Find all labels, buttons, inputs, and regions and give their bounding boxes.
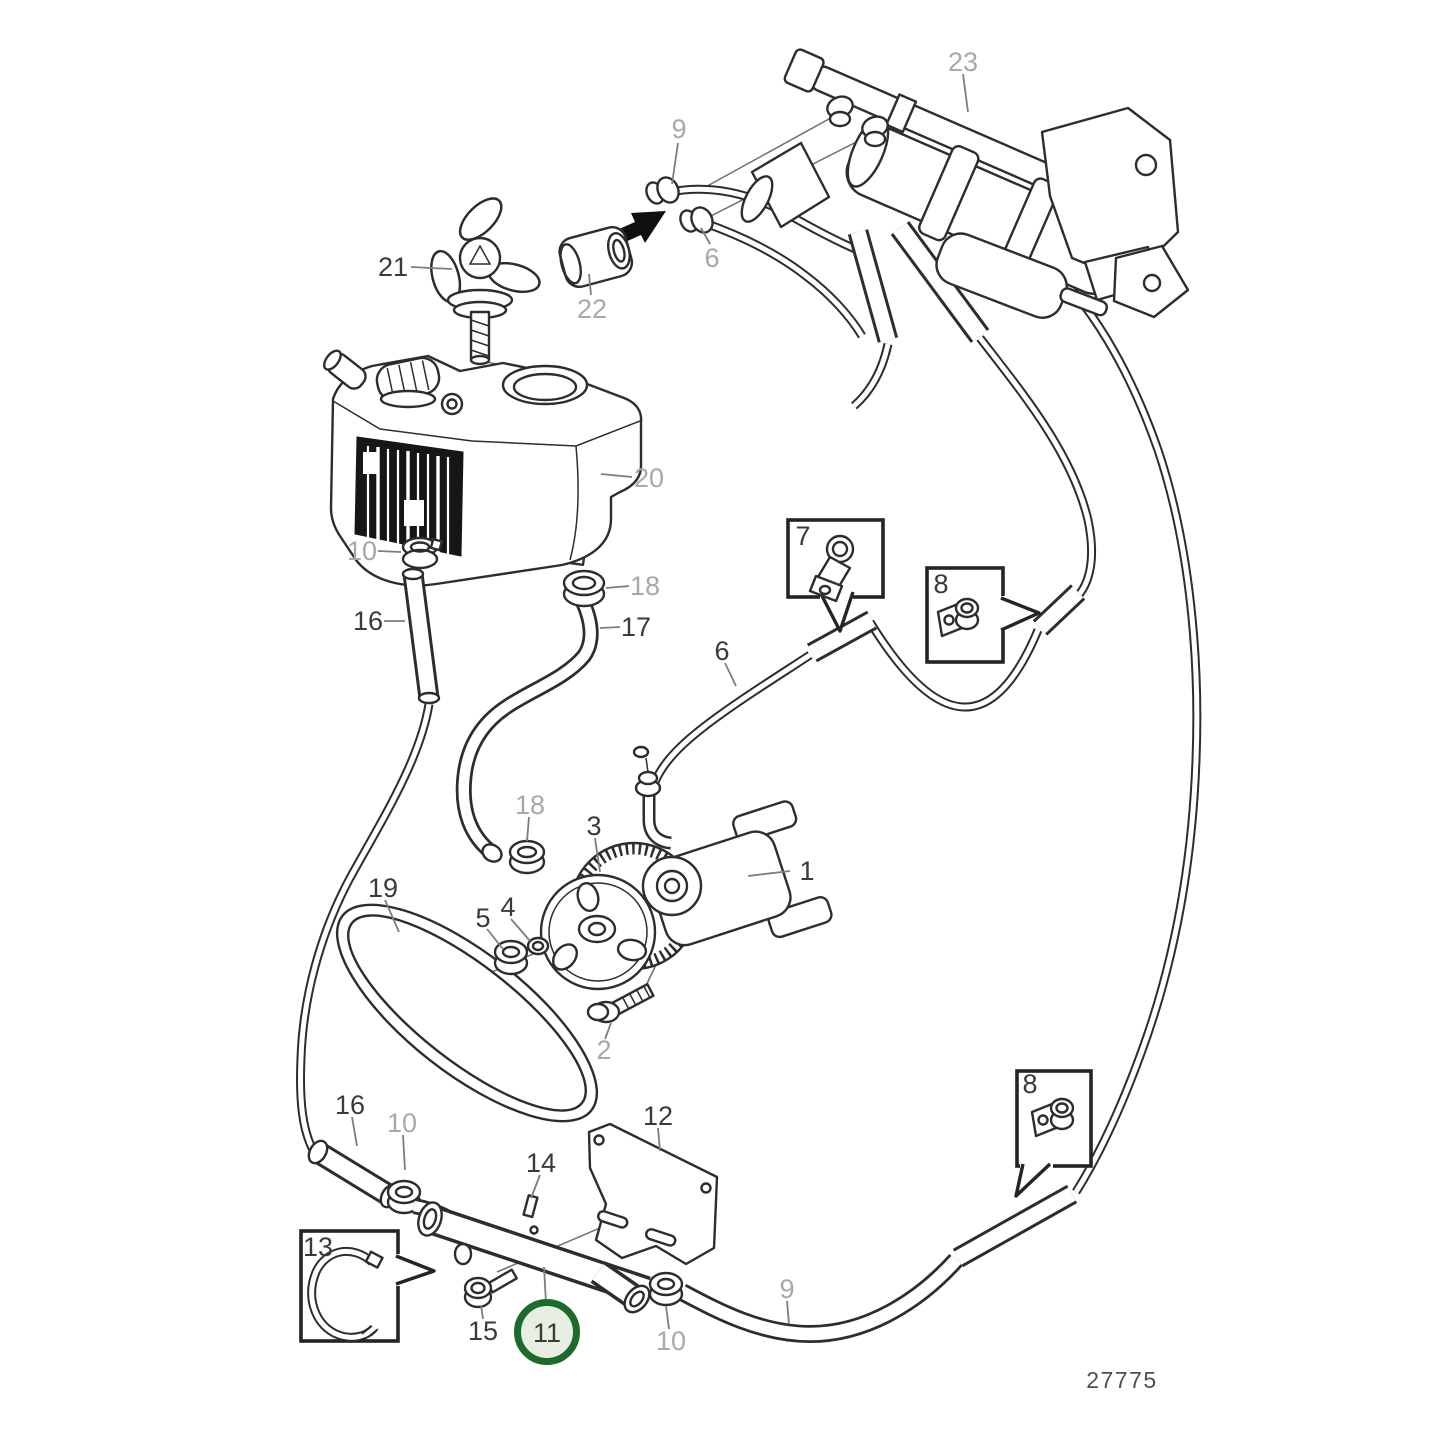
hose-16-long bbox=[301, 704, 429, 1152]
part-labels: 9 23 6 22 21 20 10 16 18 17 7 8 6 18 3 1… bbox=[303, 47, 1038, 1356]
ring-18-mid-drawing bbox=[508, 839, 546, 875]
washer-4-drawing bbox=[526, 936, 550, 956]
bushing-22-drawing bbox=[558, 226, 634, 289]
part-label-10-bottom-right: 10 bbox=[656, 1326, 686, 1356]
inset-box-8-bottom bbox=[1014, 1069, 1093, 1198]
clamp-nut-10-bottom-right bbox=[648, 1271, 684, 1307]
reservoir-tank-drawing bbox=[322, 349, 643, 587]
bracket-12-drawing bbox=[587, 1122, 719, 1266]
part-label-16-left: 16 bbox=[353, 606, 383, 636]
part-label-18-top: 18 bbox=[630, 571, 660, 601]
clamp-10-left-drawing bbox=[401, 536, 444, 570]
part-label-8-bottom: 8 bbox=[1022, 1069, 1037, 1099]
part-label-10-left: 10 bbox=[347, 536, 377, 566]
power-steering-pump-drawing bbox=[632, 745, 833, 947]
part-label-2: 2 bbox=[596, 1035, 611, 1065]
leader-lines bbox=[351, 73, 969, 1330]
ring-18-upper-drawing bbox=[562, 569, 606, 608]
part-label-8-top: 8 bbox=[933, 569, 948, 599]
part-label-4: 4 bbox=[500, 892, 515, 922]
bolt-15-drawing bbox=[463, 1268, 518, 1309]
part-label-3: 3 bbox=[586, 811, 601, 841]
part-label-21: 21 bbox=[378, 252, 408, 282]
drawing-number: 27775 bbox=[1086, 1367, 1157, 1393]
part-label-18-mid: 18 bbox=[515, 790, 545, 820]
inset-box-7 bbox=[786, 518, 885, 633]
reservoir-cap-drawing bbox=[430, 197, 541, 366]
part-label-5: 5 bbox=[475, 903, 490, 933]
part-label-17: 17 bbox=[621, 612, 651, 642]
part-label-13: 13 bbox=[303, 1232, 333, 1262]
part-label-7: 7 bbox=[795, 521, 810, 551]
part-label-12: 12 bbox=[643, 1101, 673, 1131]
part-label-10-bottom-left: 10 bbox=[387, 1108, 417, 1138]
inset-box-13 bbox=[299, 1229, 436, 1343]
part-label-6-top: 6 bbox=[704, 243, 719, 273]
coolant-pipe-11-drawing bbox=[414, 1201, 654, 1314]
hose-17 bbox=[464, 602, 591, 863]
part-label-9-top: 9 bbox=[671, 114, 686, 144]
hose-end-fittings bbox=[645, 176, 714, 234]
part-label-15: 15 bbox=[468, 1316, 498, 1346]
inset-box-8-top bbox=[925, 566, 1041, 664]
part-label-9-bottom: 9 bbox=[779, 1274, 794, 1304]
part-label-11-highlighted[interactable]: 11 bbox=[533, 1318, 561, 1348]
part-label-14: 14 bbox=[526, 1148, 556, 1178]
hose-16-upper-sleeve bbox=[401, 569, 441, 703]
part-label-19: 19 bbox=[368, 873, 398, 903]
part-label-23: 23 bbox=[948, 47, 978, 77]
steering-cylinder-assembly bbox=[740, 48, 1190, 319]
hose-9-bottom bbox=[682, 1194, 1072, 1334]
part-label-6-mid: 6 bbox=[714, 636, 729, 666]
part-label-22: 22 bbox=[577, 294, 607, 324]
part-label-16-bottom: 16 bbox=[335, 1090, 365, 1120]
hose-9-right-sweep bbox=[1040, 258, 1197, 1192]
part-label-1: 1 bbox=[799, 856, 814, 886]
clamp-nut-10-bottom-left bbox=[386, 1179, 422, 1215]
selected-part-highlight[interactable] bbox=[514, 1266, 580, 1365]
bolt-2-drawing bbox=[586, 983, 655, 1024]
part-label-20: 20 bbox=[634, 463, 664, 493]
nut-5-drawing bbox=[493, 939, 529, 976]
stud-14-drawing bbox=[522, 1194, 539, 1235]
